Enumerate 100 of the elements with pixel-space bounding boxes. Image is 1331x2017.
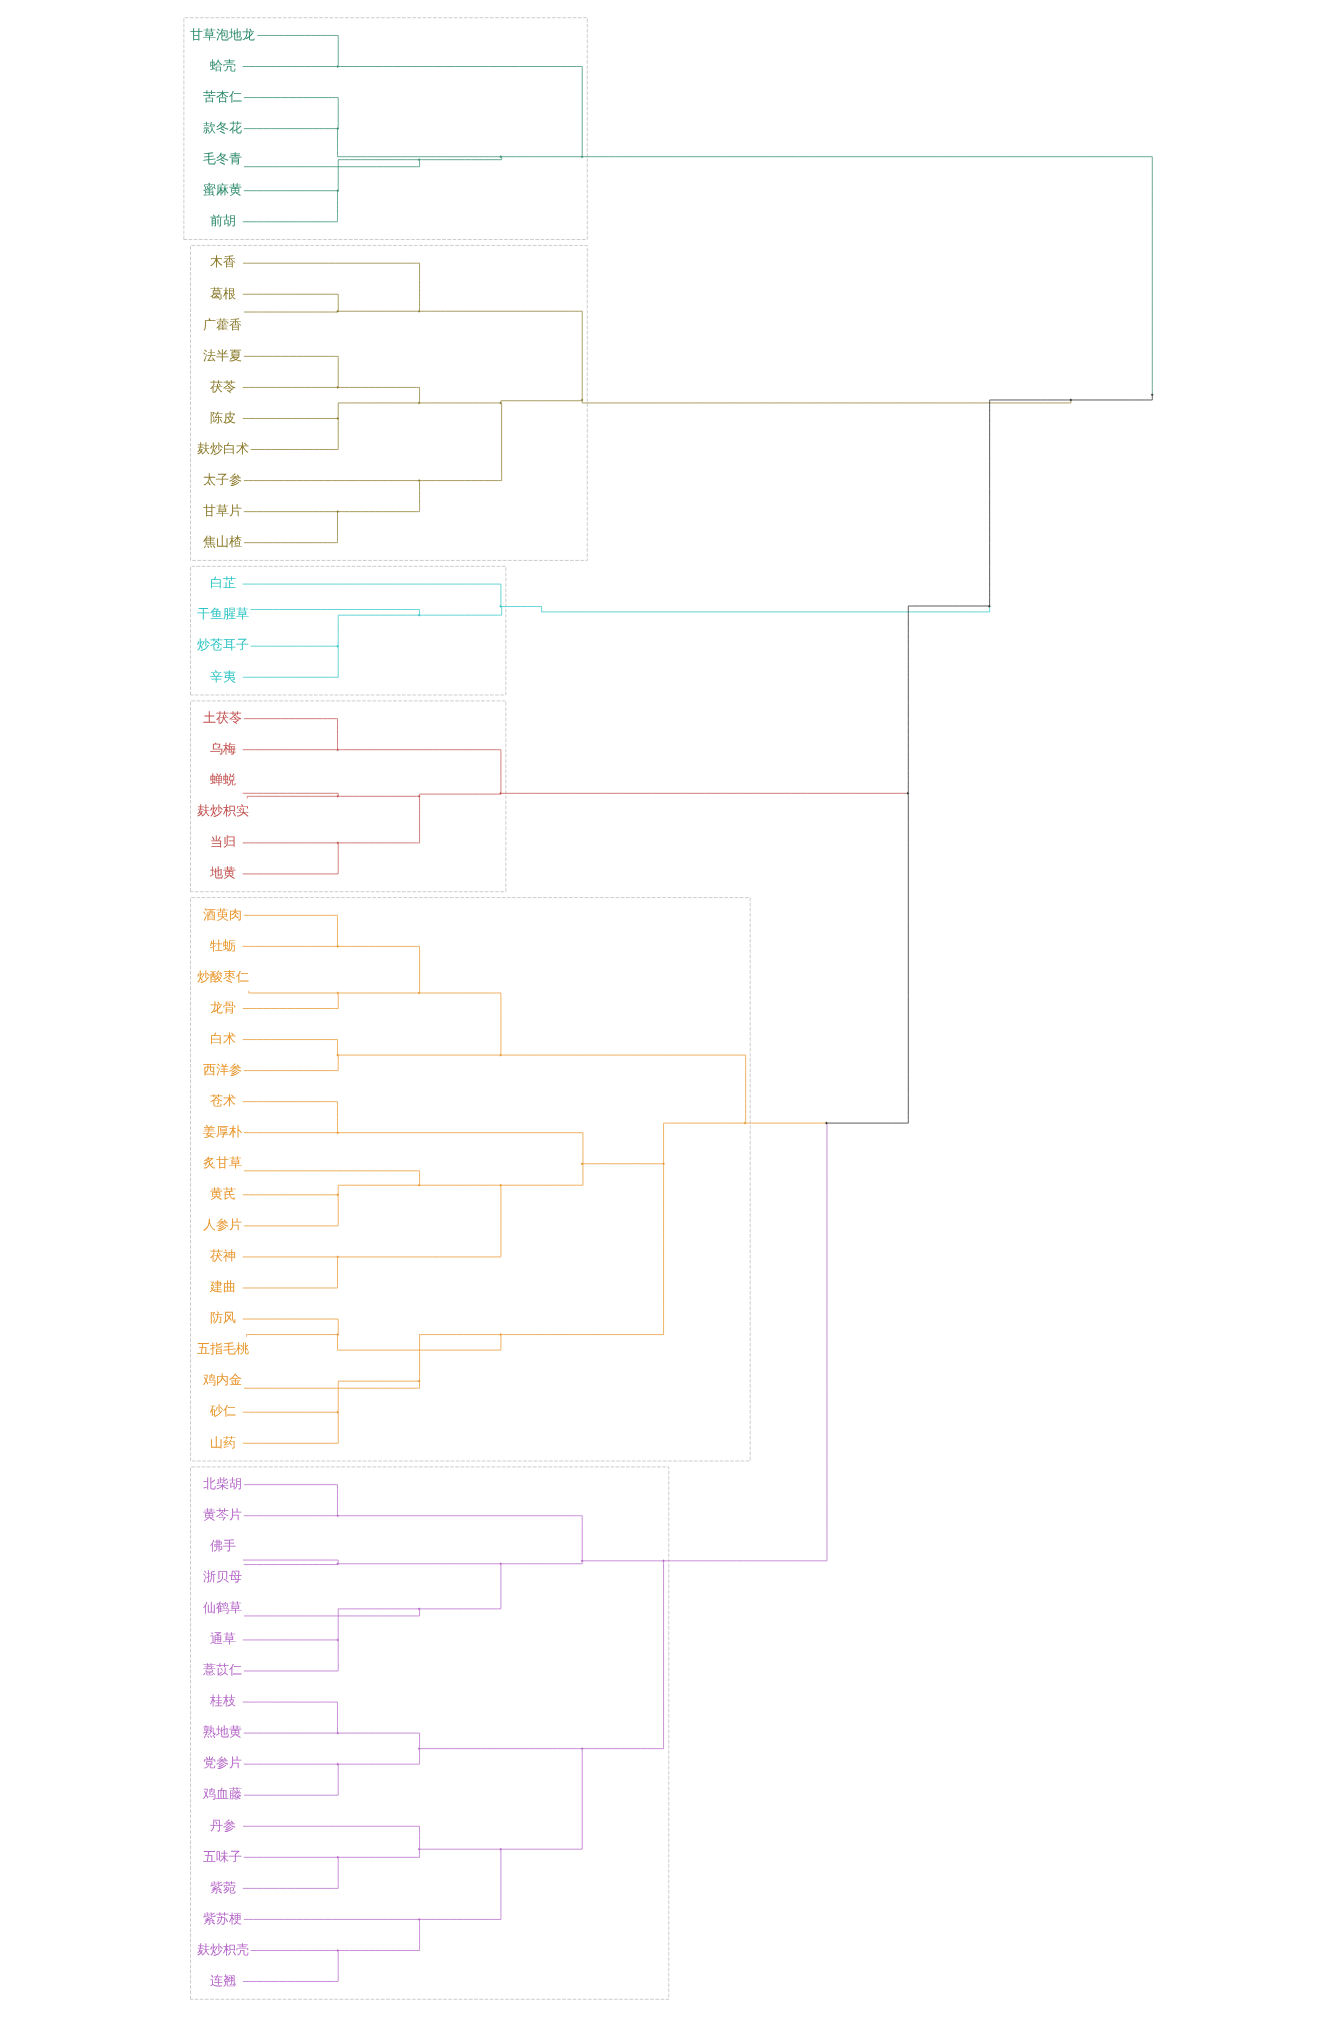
cluster	[183, 17, 588, 240]
connector	[338, 1749, 420, 1765]
node-text: 桂枝	[209, 1693, 236, 1709]
connector	[242, 1559, 339, 1564]
node-text: 干鱼腥草	[196, 606, 249, 622]
connector	[242, 418, 338, 419]
node-point	[418, 158, 421, 161]
node-point	[336, 1131, 339, 1134]
node-text: 山药	[209, 1434, 236, 1450]
connector	[243, 1055, 339, 1071]
connector	[501, 1561, 583, 1565]
node-text: 防风	[209, 1310, 236, 1326]
connector	[243, 1564, 338, 1565]
node-text: 土茯苓	[203, 709, 243, 725]
node-text: 黄芪	[209, 1186, 236, 1202]
connector	[242, 66, 338, 67]
node-text: 仙鹤草	[203, 1600, 243, 1616]
connector	[243, 160, 420, 168]
node-text: 通草	[209, 1631, 236, 1647]
node-point	[418, 401, 421, 405]
node-point	[1151, 393, 1154, 396]
node-point	[499, 1333, 502, 1336]
node-text: 茯神	[209, 1248, 236, 1264]
node-text: 炒酸枣仁	[196, 968, 249, 984]
connector	[246, 795, 338, 799]
node-text: 蝉蜕	[209, 772, 236, 788]
connector	[242, 191, 338, 223]
node-text: 鸡内金	[203, 1372, 243, 1388]
node-text: 五味子	[203, 1848, 243, 1864]
node-point	[336, 1255, 339, 1259]
connector	[242, 1411, 338, 1413]
connector	[419, 1564, 502, 1610]
node-point	[336, 65, 339, 68]
node-point	[336, 1856, 339, 1859]
node-text: 麸炒枳实	[196, 803, 249, 819]
connector	[243, 1763, 338, 1765]
cluster	[190, 700, 507, 893]
node-text: 甘草泡地龙	[190, 26, 256, 42]
connector	[582, 1560, 664, 1562]
node-point	[336, 1731, 339, 1735]
node-text: 前胡	[209, 213, 236, 229]
node-text: 甘草片	[203, 502, 243, 518]
node-text: 地黄	[209, 865, 236, 881]
node-point	[418, 795, 421, 798]
connector	[243, 1856, 338, 1858]
node-point	[743, 1121, 747, 1125]
connector	[242, 843, 339, 875]
connector	[250, 1950, 338, 1951]
node-text: 款冬花	[203, 119, 243, 135]
node-text: 姜厚朴	[203, 1123, 243, 1139]
connector	[243, 1609, 420, 1617]
node-text: 紫菀	[209, 1879, 236, 1895]
node-text: 麸炒白术	[196, 440, 249, 456]
node-text: 连翘	[209, 1972, 236, 1988]
node-point	[418, 1380, 421, 1383]
connector	[243, 1132, 338, 1134]
node-text: 建曲	[209, 1279, 236, 1295]
node-point	[336, 991, 339, 995]
connector	[338, 480, 420, 512]
node-text: 酒萸肉	[203, 906, 243, 922]
connector	[338, 66, 583, 157]
connector	[243, 480, 419, 481]
connector	[243, 1170, 420, 1185]
connector	[242, 1825, 420, 1849]
node-point	[418, 1747, 421, 1750]
node-point	[499, 792, 502, 795]
node-text: 北柴胡	[203, 1475, 243, 1491]
node-point	[336, 127, 339, 130]
connector	[242, 293, 339, 311]
connector	[419, 156, 502, 161]
node-point	[336, 1949, 339, 1952]
connector	[338, 992, 419, 994]
node-text: 苍术	[209, 1092, 236, 1108]
connector	[419, 992, 502, 1055]
connector	[242, 749, 338, 751]
connector	[243, 128, 338, 129]
connector	[242, 1256, 338, 1258]
connector	[250, 609, 420, 615]
connector	[501, 156, 582, 158]
connector	[501, 792, 908, 794]
connector	[243, 1195, 339, 1227]
node-point	[418, 1184, 421, 1187]
node-point	[499, 605, 502, 608]
node-point	[336, 510, 339, 513]
node-point	[662, 1559, 665, 1562]
cluster	[190, 565, 507, 696]
connector	[338, 310, 419, 312]
node-point	[336, 1333, 339, 1336]
connector	[1071, 395, 1153, 401]
node-text: 当归	[209, 834, 236, 850]
node-point	[336, 645, 339, 648]
connector	[419, 1184, 501, 1186]
node-point	[418, 1918, 421, 1921]
connector	[419, 793, 501, 796]
node-text: 炒苍耳子	[196, 637, 249, 653]
connector	[338, 1563, 501, 1565]
connector	[250, 418, 339, 450]
connector	[989, 399, 1071, 606]
node-text: 茯苓	[209, 378, 236, 394]
connector	[243, 1764, 339, 1796]
